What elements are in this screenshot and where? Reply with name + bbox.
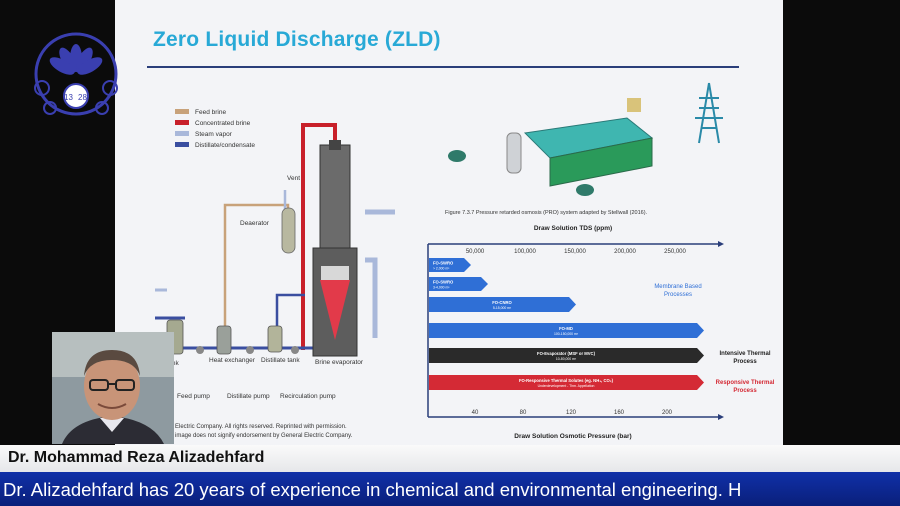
chart-bar	[429, 323, 704, 338]
distillate-tank	[267, 325, 283, 353]
bar-sublabel: > 2,000 m³	[433, 267, 450, 271]
bar-label: FO-Responsive Thermal Solutes (eg. NH₃, …	[519, 378, 614, 383]
top-axis-arrow	[718, 241, 724, 247]
bottom-axis-arrow	[718, 414, 724, 420]
bottom-tick-label: 200	[662, 410, 673, 416]
ticker-text: Dr. Alizadehfard has 20 years of experie…	[3, 479, 742, 500]
intensive-group-label-2: Process	[733, 359, 757, 365]
presenter-name-bar: Dr. Mohammad Reza Alizadehfard	[0, 445, 900, 472]
chart-bar	[429, 297, 576, 312]
draw-solution-chart: Draw Solution TDS (ppm) 50,000 100,000 150,…	[427, 225, 775, 440]
bar-sublabel: 5-15,000 m³	[493, 306, 512, 310]
logo-year-right: 28	[78, 93, 87, 102]
distillate-pump-label: Distillate pump	[227, 393, 270, 400]
legend-swatch-steam-vapor	[175, 131, 189, 136]
brine-evaporator-column	[319, 144, 351, 251]
diagram-legend: Feed brine Concentrated brine Steam vapo…	[175, 109, 255, 149]
legend-swatch-distillate	[175, 142, 189, 147]
university-logo: 13 28	[34, 32, 118, 116]
bar-sublabel: 100-150,000 m³	[554, 332, 579, 336]
chart-bar	[429, 277, 488, 291]
presenter-portrait	[52, 332, 174, 444]
bar-label: FO-SWRO	[433, 280, 454, 285]
bottom-axis-title: Draw Solution Osmotic Pressure (bar)	[514, 433, 631, 440]
bar-label: FO-MD	[559, 326, 573, 331]
evaporator-top	[329, 140, 341, 150]
chart-bar	[429, 258, 471, 272]
transmission-tower-icon	[695, 82, 723, 144]
membrane-group-label-2: Processes	[664, 292, 692, 298]
bottom-tick-label: 40	[472, 410, 479, 416]
bar-sublabel: 3-4,000 m³	[433, 286, 450, 290]
logo-year-left: 13	[64, 93, 73, 102]
pump-icon-left	[448, 150, 466, 162]
top-tick-label: 250,000	[664, 249, 686, 255]
bar-label: FO-Evaporator (MSF or MVC)	[537, 351, 596, 356]
feed-pump-label: Feed pump	[177, 393, 210, 400]
bar-sublabel: 10-80,000 m³	[556, 357, 577, 361]
membrane-group-label-1: Membrane Based	[654, 284, 701, 290]
pressure-vessel	[506, 132, 522, 174]
top-tick-label: 50,000	[466, 249, 485, 255]
top-axis-title: Draw Solution TDS (ppm)	[534, 225, 612, 232]
chart-bar	[429, 375, 704, 390]
copyright-line-2: image does not signify endorsement by Ge…	[175, 433, 353, 439]
chart-bar	[429, 348, 704, 363]
responsive-group-label-1: Responsive Thermal	[716, 380, 775, 386]
concentrated-brine-pipe	[301, 123, 337, 350]
feed-pump-icon	[196, 346, 204, 354]
distillate-tank-label: Distillate tank	[261, 357, 300, 364]
top-tick-label: 200,000	[614, 249, 636, 255]
bottom-tick-label: 160	[614, 410, 625, 416]
pro-system-figure: Figure 7.3.7 Pressure retarded osmosis (…	[445, 82, 723, 216]
legend-steam-vapor: Steam vapor	[195, 131, 233, 138]
legend-swatch-feed-brine	[175, 109, 189, 114]
top-tick-label: 150,000	[564, 249, 586, 255]
legend-feed-brine: Feed brine	[195, 109, 226, 116]
steam-vapor-pipe	[365, 257, 378, 338]
presentation-slide: Zero Liquid Discharge (ZLD) Feed brine C…	[115, 0, 783, 445]
figure-caption: Figure 7.3.7 Pressure retarded osmosis (…	[445, 210, 648, 216]
logo-petals	[49, 44, 103, 75]
presenter-name: Dr. Mohammad Reza Alizadehfard	[8, 449, 265, 466]
evaporator-sump	[320, 280, 350, 340]
bar-label: FO-CNRO	[492, 300, 512, 305]
recirculation-pump-label: Recirculation pump	[280, 393, 336, 400]
membrane-module-front	[549, 137, 653, 187]
deaerator-label: Deaerator	[240, 220, 270, 227]
copyright-line-1: Electric Company. All rights reserved. R…	[175, 424, 347, 430]
vent-label: Vent	[287, 175, 300, 182]
bottom-tick-label: 120	[566, 410, 577, 416]
pump-icon-bottom	[576, 184, 594, 196]
brine-evaporator-label: Brine evaporator	[315, 359, 364, 366]
bar-sublabel: Underdevelopment - Thm. Appellation	[538, 384, 595, 388]
zld-process-diagram: Feed brine Concentrated brine Steam vapo…	[155, 109, 395, 439]
deaerator-vessel	[281, 207, 296, 254]
news-ticker: Dr. Alizadehfard has 20 years of experie…	[0, 472, 900, 506]
legend-swatch-concentrated-brine	[175, 120, 189, 125]
presenter-video	[52, 332, 174, 444]
responsive-group-label-2: Process	[733, 388, 757, 394]
title-underline	[147, 66, 739, 68]
distillate-pump-icon	[246, 346, 254, 354]
intensive-group-label-1: Intensive Thermal	[719, 351, 770, 357]
evaporator-tubes	[321, 266, 349, 280]
turbine-icon	[627, 98, 641, 112]
bottom-tick-label: 80	[520, 410, 527, 416]
heat-exchanger	[216, 325, 232, 355]
heat-exchanger-label: Heat exchanger	[209, 357, 256, 364]
slide-title: Zero Liquid Discharge (ZLD)	[153, 28, 441, 51]
legend-concentrated-brine: Concentrated brine	[195, 120, 251, 127]
legend-distillate: Distillate/condensate	[195, 142, 255, 149]
top-tick-label: 100,000	[514, 249, 536, 255]
bar-label: FO-SWRO	[433, 261, 454, 266]
recirculation-pump-icon	[291, 346, 299, 354]
